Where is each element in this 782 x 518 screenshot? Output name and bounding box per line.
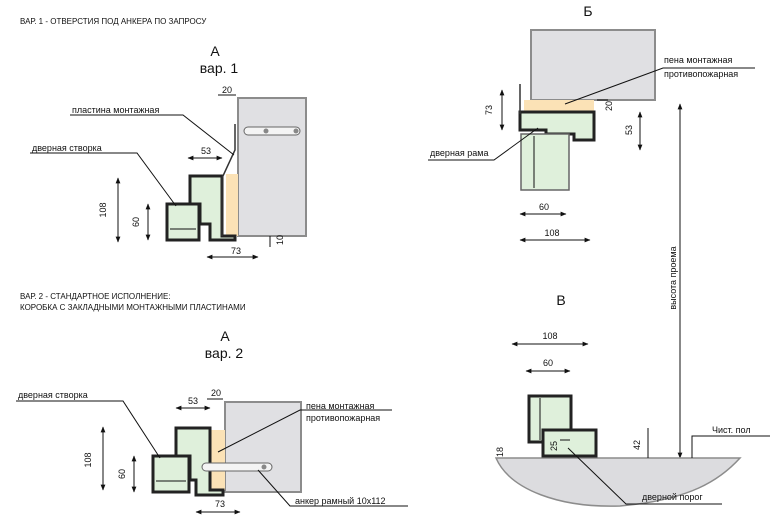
leader-door-leaf-a2: [16, 400, 161, 459]
view-b-letter: Б: [583, 3, 592, 19]
svg-text:20: 20: [222, 85, 232, 95]
foam-b: [524, 100, 594, 112]
wall-a1: [237, 97, 307, 237]
view-a2-letter: А: [220, 328, 230, 344]
leader-anchor: [257, 469, 408, 507]
wall-b: [530, 29, 656, 101]
leader-mounting-plate: [70, 114, 235, 156]
svg-text:53: 53: [201, 146, 211, 156]
svg-text:60: 60: [117, 469, 127, 479]
var2-header-line1: ВАР. 2 - СТАНДАРТНОЕ ИСПОЛНЕНИЕ:: [20, 292, 171, 301]
floor: [494, 457, 742, 507]
foam-a2: [211, 430, 225, 490]
svg-text:73: 73: [215, 499, 225, 509]
svg-text:108: 108: [544, 228, 559, 238]
view-a1-subtitle: вар. 1: [200, 60, 239, 76]
label-foam-a2-line1: пена монтажная: [306, 401, 375, 411]
foam-a1: [226, 174, 238, 236]
svg-text:108: 108: [83, 452, 93, 467]
svg-text:20: 20: [604, 101, 614, 111]
leader-foam-b: [564, 67, 755, 105]
svg-text:20: 20: [211, 388, 221, 398]
label-foam-b-line1: пена монтажная: [664, 55, 733, 65]
var1-header: ВАР. 1 - ОТВЕРСТИЯ ПОД АНКЕРА ПО ЗАПРОСУ: [20, 17, 207, 26]
view-b: Б пена монтажная противопожарная дверная…: [428, 3, 755, 243]
label-door-leaf-a2: дверная створка: [18, 390, 88, 400]
threshold-profile: [541, 428, 598, 458]
view-v-letter: В: [556, 292, 565, 308]
view-a2-subtitle: вар. 2: [205, 345, 244, 361]
label-frame-anchor: анкер рамный 10х112: [295, 496, 386, 506]
label-foam-b-line2: противопожарная: [664, 69, 738, 79]
svg-text:42: 42: [632, 440, 642, 450]
view-a-var2: А вар. 2 дверная створка пена монтажная …: [16, 328, 408, 515]
label-threshold: дверной порог: [642, 492, 703, 502]
svg-text:18: 18: [495, 447, 505, 457]
leader-door-leaf-a1: [30, 152, 177, 207]
svg-text:108: 108: [542, 331, 557, 341]
label-door-frame: дверная рама: [430, 148, 489, 158]
svg-text:73: 73: [484, 105, 494, 115]
var2-header-line2: КОРОБКА С ЗАКЛАДНЫМИ МОНТАЖНЫМИ ПЛАСТИНА…: [20, 303, 246, 312]
svg-text:60: 60: [131, 217, 141, 227]
view-v: В 108 60 18 25 42 Чист. пол дверной поро…: [494, 292, 770, 507]
svg-text:73: 73: [231, 246, 241, 256]
label-opening-height: высота проема: [668, 246, 678, 309]
svg-text:10: 10: [275, 235, 285, 245]
svg-text:53: 53: [188, 396, 198, 406]
label-mounting-plate: пластина монтажная: [72, 105, 159, 115]
svg-text:108: 108: [98, 202, 108, 217]
door-frame-b: [518, 110, 596, 142]
leader-door-frame: [428, 127, 539, 161]
door-leaf-a1: [165, 202, 201, 242]
view-a-var1: А вар. 1 пластина монтажная дверная ство…: [30, 43, 307, 260]
anchor-hole-a1: [243, 126, 301, 136]
anchor-a2: [201, 462, 273, 472]
svg-text:53: 53: [624, 125, 634, 135]
door-leaf-b: [520, 133, 570, 191]
leader-finished-floor: [691, 435, 770, 458]
svg-text:60: 60: [543, 358, 553, 368]
svg-text:60: 60: [539, 202, 549, 212]
door-leaf-a2: [151, 454, 191, 494]
leader-foam-a2: [217, 409, 392, 453]
leader-threshold: [567, 447, 722, 505]
wall-a2: [224, 401, 302, 493]
label-foam-a2-line2: противопожарная: [306, 413, 380, 423]
label-door-leaf-a1: дверная створка: [32, 143, 102, 153]
mounting-plate-a1: [221, 124, 236, 236]
svg-text:25: 25: [549, 441, 559, 451]
label-finished-floor: Чист. пол: [712, 425, 751, 435]
view-a1-letter: А: [210, 43, 220, 59]
